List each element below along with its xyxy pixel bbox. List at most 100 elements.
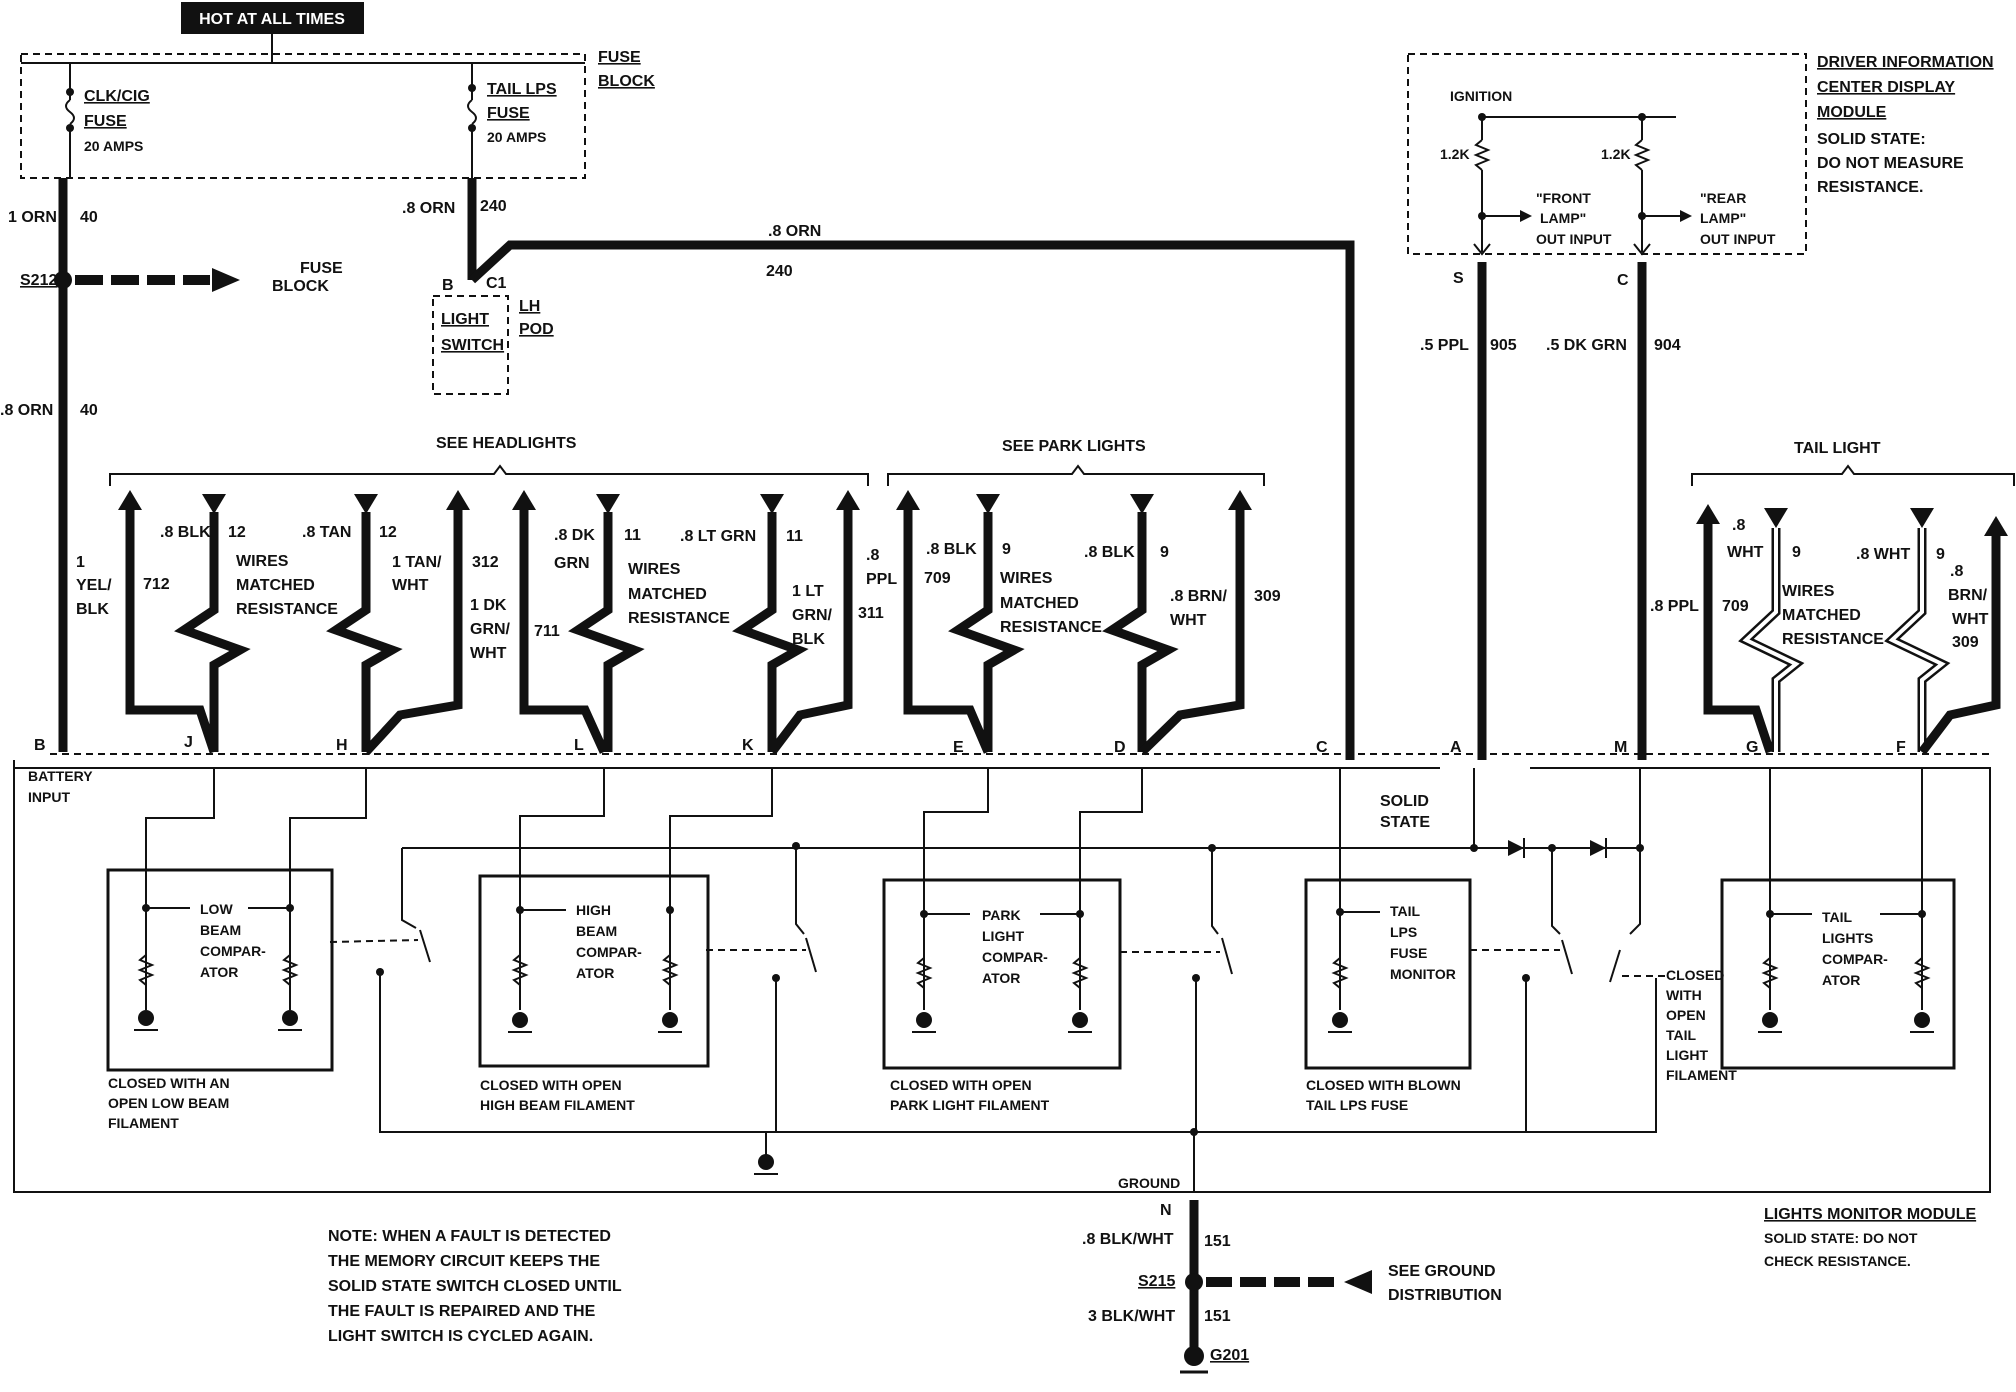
- svg-text:HIGH: HIGH: [576, 902, 611, 918]
- ground-icon: [138, 1010, 154, 1026]
- svg-text:.8: .8: [1732, 517, 1745, 534]
- svg-text:WHT: WHT: [392, 577, 429, 594]
- svg-text:TAIL: TAIL: [1822, 909, 1853, 925]
- svg-text:WHT: WHT: [1170, 612, 1207, 629]
- svg-text:.8 BRN/: .8 BRN/: [1170, 588, 1227, 605]
- svg-text:DRIVER INFORMATION: DRIVER INFORMATION: [1817, 54, 1994, 71]
- svg-text:12: 12: [379, 524, 397, 541]
- svg-text:H: H: [336, 737, 348, 754]
- arrow-left-icon: [1344, 1270, 1372, 1294]
- svg-text:.5 PPL: .5 PPL: [1420, 337, 1469, 354]
- svg-text:THE MEMORY CIRCUIT KEEPS THE: THE MEMORY CIRCUIT KEEPS THE: [328, 1253, 600, 1270]
- svg-text:.8: .8: [866, 547, 879, 564]
- svg-text:151: 151: [1204, 1308, 1231, 1325]
- svg-text:DISTRIBUTION: DISTRIBUTION: [1388, 1287, 1502, 1304]
- ground-icon: [512, 1012, 528, 1028]
- svg-text:WHT: WHT: [470, 645, 507, 662]
- svg-text:312: 312: [472, 554, 499, 571]
- svg-text:CLOSED WITH OPEN: CLOSED WITH OPEN: [890, 1077, 1032, 1093]
- hot-at-all-times-label: HOT AT ALL TIMES: [181, 2, 364, 34]
- ground-icon: [1332, 1012, 1348, 1028]
- svg-text:.8 PPL: .8 PPL: [1650, 598, 1699, 615]
- svg-text:OUT INPUT: OUT INPUT: [1700, 231, 1776, 247]
- svg-text:TAIL: TAIL: [1666, 1027, 1697, 1043]
- svg-text:LIGHT SWITCH IS CYCLED AGAIN.: LIGHT SWITCH IS CYCLED AGAIN.: [328, 1328, 593, 1345]
- svg-text:1 LT: 1 LT: [792, 583, 824, 600]
- svg-text:"FRONT: "FRONT: [1536, 190, 1591, 206]
- svg-text:GRN: GRN: [554, 555, 590, 572]
- svg-text:INPUT: INPUT: [28, 789, 70, 805]
- svg-text:SOLID STATE SWITCH CLOSED UNTI: SOLID STATE SWITCH CLOSED UNTIL: [328, 1278, 622, 1295]
- svg-text:11: 11: [624, 527, 641, 544]
- svg-text:WIRES: WIRES: [628, 561, 681, 578]
- svg-text:FUSE: FUSE: [300, 260, 343, 277]
- svg-text:.8 BLK: .8 BLK: [160, 524, 211, 541]
- svg-text:F: F: [1896, 739, 1906, 756]
- svg-text:CENTER DISPLAY: CENTER DISPLAY: [1817, 79, 1955, 96]
- light-switch-box: [432, 295, 509, 395]
- svg-text:11: 11: [786, 528, 803, 545]
- svg-text:LOW: LOW: [200, 901, 233, 917]
- svg-text:.8 ORN: .8 ORN: [0, 402, 53, 419]
- svg-text:RESISTANCE: RESISTANCE: [628, 610, 730, 627]
- ground-icon: [1762, 1012, 1778, 1028]
- svg-text:LIGHTS: LIGHTS: [1822, 930, 1873, 946]
- svg-text:CHECK RESISTANCE.: CHECK RESISTANCE.: [1764, 1253, 1911, 1269]
- svg-text:BEAM: BEAM: [200, 922, 241, 938]
- svg-text:LIGHT: LIGHT: [1666, 1047, 1708, 1063]
- svg-text:309: 309: [1254, 588, 1281, 605]
- svg-text:.8 LT GRN: .8 LT GRN: [680, 528, 756, 545]
- svg-text:PARK LIGHT FILAMENT: PARK LIGHT FILAMENT: [890, 1097, 1050, 1113]
- svg-text:BEAM: BEAM: [576, 923, 617, 939]
- diode-icon: [1590, 840, 1606, 856]
- svg-text:CLOSED WITH BLOWN: CLOSED WITH BLOWN: [1306, 1077, 1461, 1093]
- svg-text:LPS: LPS: [1390, 924, 1417, 940]
- svg-text:FILAMENT: FILAMENT: [108, 1115, 179, 1131]
- svg-text:20 AMPS: 20 AMPS: [84, 138, 143, 154]
- svg-text:MATCHED: MATCHED: [1782, 607, 1861, 624]
- svg-text:1: 1: [76, 554, 85, 571]
- svg-text:IGNITION: IGNITION: [1450, 88, 1512, 104]
- svg-text:.8 BLK: .8 BLK: [1084, 544, 1135, 561]
- svg-text:E: E: [953, 739, 964, 756]
- svg-text:N: N: [1160, 1202, 1172, 1219]
- svg-text:.8 BLK/WHT: .8 BLK/WHT: [1082, 1231, 1174, 1248]
- svg-text:LAMP": LAMP": [1540, 210, 1586, 226]
- svg-text:9: 9: [1002, 541, 1011, 558]
- svg-text:CLOSED WITH OPEN: CLOSED WITH OPEN: [480, 1077, 622, 1093]
- svg-text:ATOR: ATOR: [200, 964, 238, 980]
- svg-text:RESISTANCE: RESISTANCE: [1000, 619, 1102, 636]
- svg-text:ATOR: ATOR: [1822, 972, 1860, 988]
- svg-text:BLK: BLK: [792, 631, 825, 648]
- svg-text:309: 309: [1952, 634, 1979, 651]
- svg-text:LIGHTS MONITOR MODULE: LIGHTS MONITOR MODULE: [1764, 1206, 1976, 1223]
- svg-text:SOLID STATE:: SOLID STATE:: [1817, 131, 1926, 148]
- svg-text:LAMP": LAMP": [1700, 210, 1746, 226]
- svg-text:B: B: [442, 277, 454, 294]
- svg-text:712: 712: [143, 576, 170, 593]
- svg-text:20 AMPS: 20 AMPS: [487, 129, 546, 145]
- svg-text:TAIL LPS FUSE: TAIL LPS FUSE: [1306, 1097, 1408, 1113]
- svg-text:CLK/CIG: CLK/CIG: [84, 88, 150, 105]
- high-beam-comparator: HIGH BEAM COMPAR- ATOR: [508, 902, 682, 1033]
- svg-text:D: D: [1114, 739, 1126, 756]
- svg-text:.5 DK GRN: .5 DK GRN: [1546, 337, 1627, 354]
- svg-text:ATOR: ATOR: [982, 970, 1020, 986]
- svg-text:PPL: PPL: [866, 571, 897, 588]
- svg-text:711: 711: [534, 623, 560, 640]
- svg-text:MODULE: MODULE: [1817, 104, 1887, 121]
- svg-text:C: C: [1617, 272, 1629, 289]
- svg-text:.8 BLK: .8 BLK: [926, 541, 977, 558]
- svg-text:151: 151: [1204, 1233, 1231, 1250]
- svg-text:.8: .8: [1950, 563, 1963, 580]
- fault-memory-note: NOTE: WHEN A FAULT IS DETECTED THE MEMOR…: [328, 1228, 622, 1345]
- svg-text:FUSE: FUSE: [487, 105, 530, 122]
- tail-lps-fuse-icon: [467, 99, 477, 125]
- svg-text:GROUND: GROUND: [1118, 1175, 1180, 1191]
- svg-text:WIRES: WIRES: [236, 553, 289, 570]
- svg-text:L: L: [574, 737, 584, 754]
- svg-text:B: B: [34, 737, 46, 754]
- svg-text:LIGHT: LIGHT: [982, 928, 1024, 944]
- svg-text:TAIL LIGHT: TAIL LIGHT: [1794, 440, 1881, 457]
- svg-text:S: S: [1453, 270, 1464, 287]
